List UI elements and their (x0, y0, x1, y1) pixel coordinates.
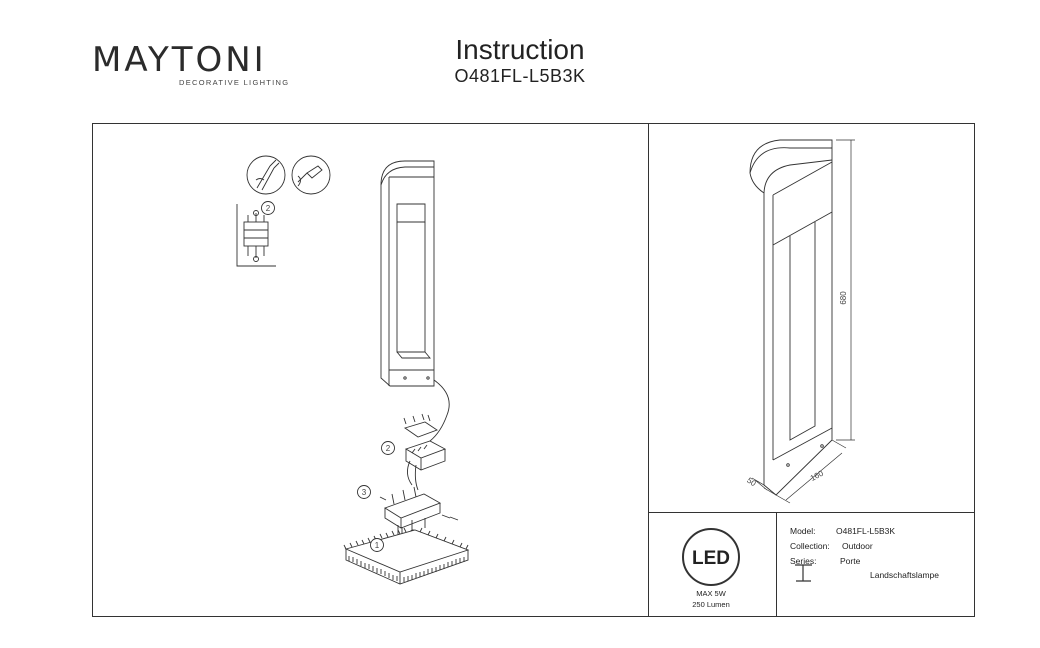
frame-divider-vertical (648, 123, 650, 617)
brand-name: MAYTONI (92, 40, 267, 80)
brand-tagline: DECORATIVE LIGHTING (179, 78, 290, 87)
led-logo-text: LED (692, 548, 730, 569)
terminal-block-icon (236, 201, 276, 267)
width-dimension: 160 (809, 468, 825, 482)
spec-series-value: Porte (840, 556, 861, 566)
height-dimension: 680 (839, 291, 848, 305)
spec-collection-label: Collection: (790, 541, 830, 551)
led-power: MAX 5W (696, 589, 726, 598)
model-code: O481FL-L5B3K (454, 66, 586, 86)
page-title: Instruction (455, 34, 585, 65)
drawing-frame (92, 123, 975, 617)
led-lumen: 250 Lumen (692, 600, 730, 609)
floor-lamp-icon (795, 564, 812, 582)
led-logo-ring (682, 528, 740, 586)
step-1-marker (370, 538, 384, 552)
led-info: MAX 5W 250 Lumen (678, 588, 744, 610)
frame-divider-spec (776, 512, 778, 617)
spec-model-value: O481FL-L5B3K (836, 526, 896, 536)
spec-series-label: Series: (790, 556, 817, 566)
step-3-marker (357, 485, 371, 499)
step-2-label: 2 (386, 444, 391, 453)
title-block: Instruction O481FL-L5B3K (420, 35, 620, 87)
lamp-exploded-view (343, 160, 470, 585)
step-1-label: 1 (375, 541, 380, 550)
brand-logo: MAYTONI DECORATIVE LIGHTING (92, 38, 288, 92)
lamp-dimension-view (749, 139, 855, 504)
screwdriver-icon (291, 155, 331, 195)
spec-collection-value: Outdoor (842, 541, 873, 551)
spec-model-label: Model: (790, 526, 816, 536)
step-2-marker (381, 441, 395, 455)
pliers-icon (246, 155, 286, 195)
step-3-label: 3 (362, 488, 367, 497)
frame-divider-horizontal (648, 512, 975, 514)
wiring-step-label: 2 (266, 204, 271, 213)
spec-type-value: Landschaftslampe (870, 570, 939, 580)
depth-dimension: 50 (745, 476, 758, 489)
